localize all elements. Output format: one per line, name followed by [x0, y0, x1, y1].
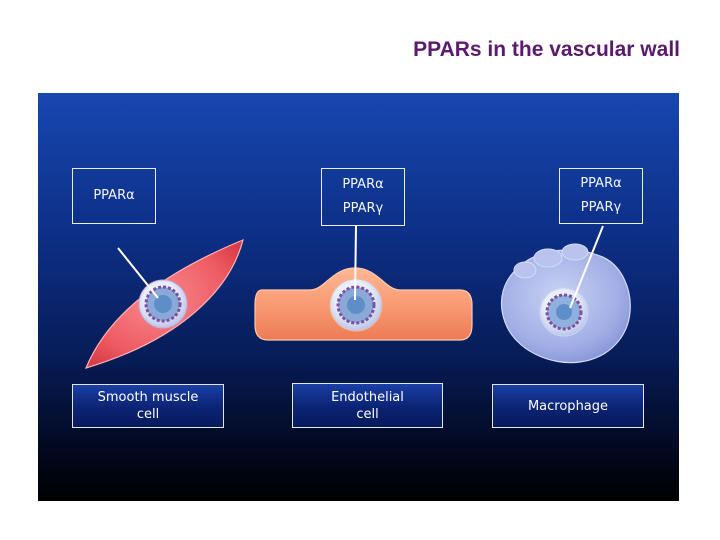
smooth-muscle-label-box: Smooth muscle cell [72, 384, 224, 428]
macrophage-receptor-box: PPARα PPARγ [559, 168, 643, 224]
cell-label-line: cell [356, 406, 379, 422]
receptor-label: PPARα [342, 177, 384, 192]
endothelial-cell [254, 225, 473, 341]
receptor-label: PPARα [580, 176, 622, 191]
smooth-muscle-pointer-line [117, 247, 159, 299]
smooth-muscle-receptor-box: PPARα [72, 168, 156, 224]
endothelial-receptor-box: PPARα PPARγ [321, 168, 405, 226]
endothelial-nucleus [329, 278, 383, 332]
smooth-muscle-nucleus [138, 279, 188, 329]
receptor-label: PPARγ [580, 200, 622, 215]
macrophage-pointer-line [569, 225, 604, 309]
endothelial-label-box: Endothelial cell [292, 383, 443, 428]
cell-label-line: Macrophage [527, 398, 609, 414]
smooth-muscle-cell [84, 238, 244, 369]
slide-title: PPARs in the vascular wall [413, 38, 680, 61]
endothelial-pointer-line [354, 225, 357, 301]
cell-label-line: Endothelial [331, 389, 404, 405]
receptor-label: PPARγ [342, 201, 384, 216]
cell-label-line: cell [136, 407, 160, 422]
macrophage-cell [500, 225, 631, 364]
cell-label-line: Smooth muscle [97, 390, 199, 405]
macrophage-label-box: Macrophage [492, 384, 644, 428]
receptor-label: PPARα [93, 188, 135, 203]
macrophage-nucleus [539, 287, 589, 337]
